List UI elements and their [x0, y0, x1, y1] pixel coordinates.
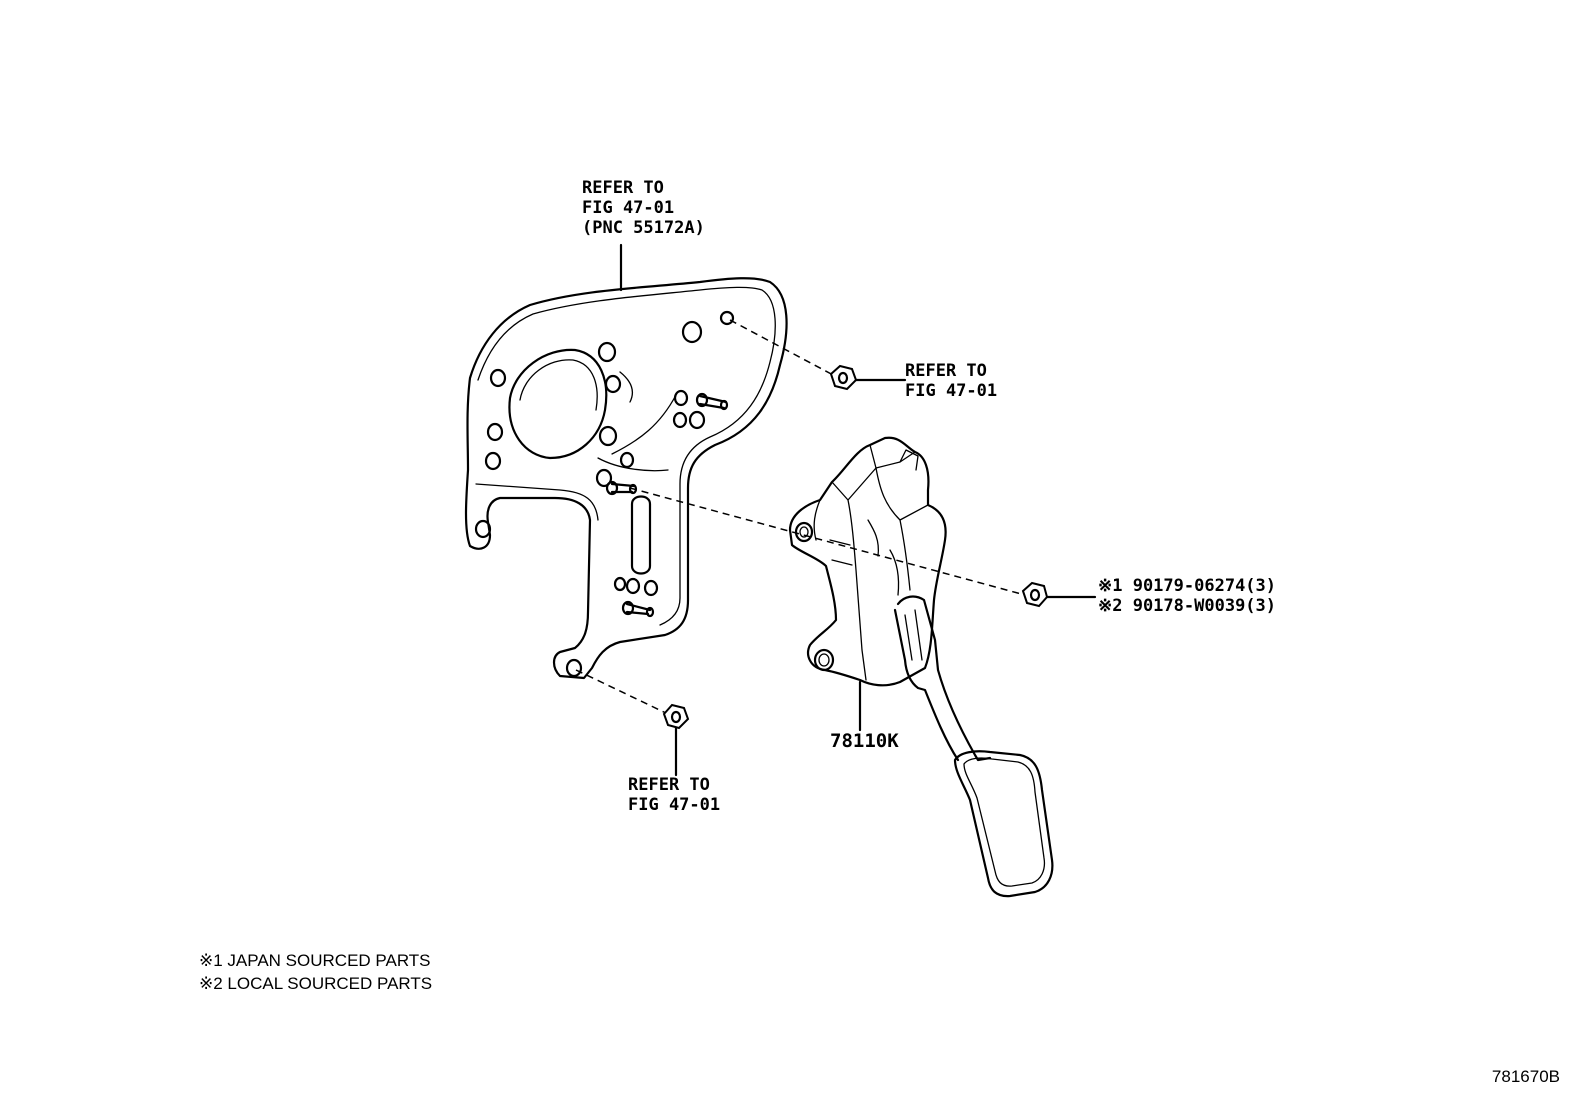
top-nut-ref-label: REFER TO FIG 47-01	[905, 361, 997, 401]
nut-part-number-local: ※2 90178-W0039(3)	[1098, 596, 1277, 616]
bottom-nut-ref-label: REFER TO FIG 47-01	[628, 775, 720, 815]
bracket-ref-line: (PNC 55172A)	[582, 218, 705, 238]
figure-id: 781670B	[1491, 1067, 1560, 1086]
nut-part-number-japan: ※1 90179-06274(3)	[1098, 576, 1277, 596]
note-japan-sourced: ※1 JAPAN SOURCED PARTS	[199, 951, 431, 970]
bottom-nut-ref-line: REFER TO	[628, 775, 710, 795]
accelerator-pedal	[788, 436, 1054, 898]
bracket-ref-label: REFER TO FIG 47-01 (PNC 55172A)	[582, 178, 705, 238]
bracket-ref-line: REFER TO	[582, 178, 664, 198]
top-nut	[729, 319, 907, 391]
nut-part-numbers: ※1 90179-06274(3) ※2 90178-W0039(3)	[1098, 576, 1276, 616]
sourcing-notes: ※1 JAPAN SOURCED PARTS ※2 LOCAL SOURCED …	[199, 949, 432, 995]
pedal-bracket	[464, 277, 788, 680]
top-nut-ref-line: REFER TO	[905, 361, 987, 381]
bottom-nut-ref-line: FIG 47-01	[628, 795, 721, 815]
note-local-sourced: ※2 LOCAL SOURCED PARTS	[199, 974, 433, 993]
bracket-ref-line: FIG 47-01	[582, 198, 675, 218]
top-nut-ref-line: FIG 47-01	[905, 381, 998, 401]
right-nut	[629, 487, 1097, 608]
pedal-part-number: 78110K	[830, 730, 899, 752]
bottom-nut	[575, 669, 690, 777]
